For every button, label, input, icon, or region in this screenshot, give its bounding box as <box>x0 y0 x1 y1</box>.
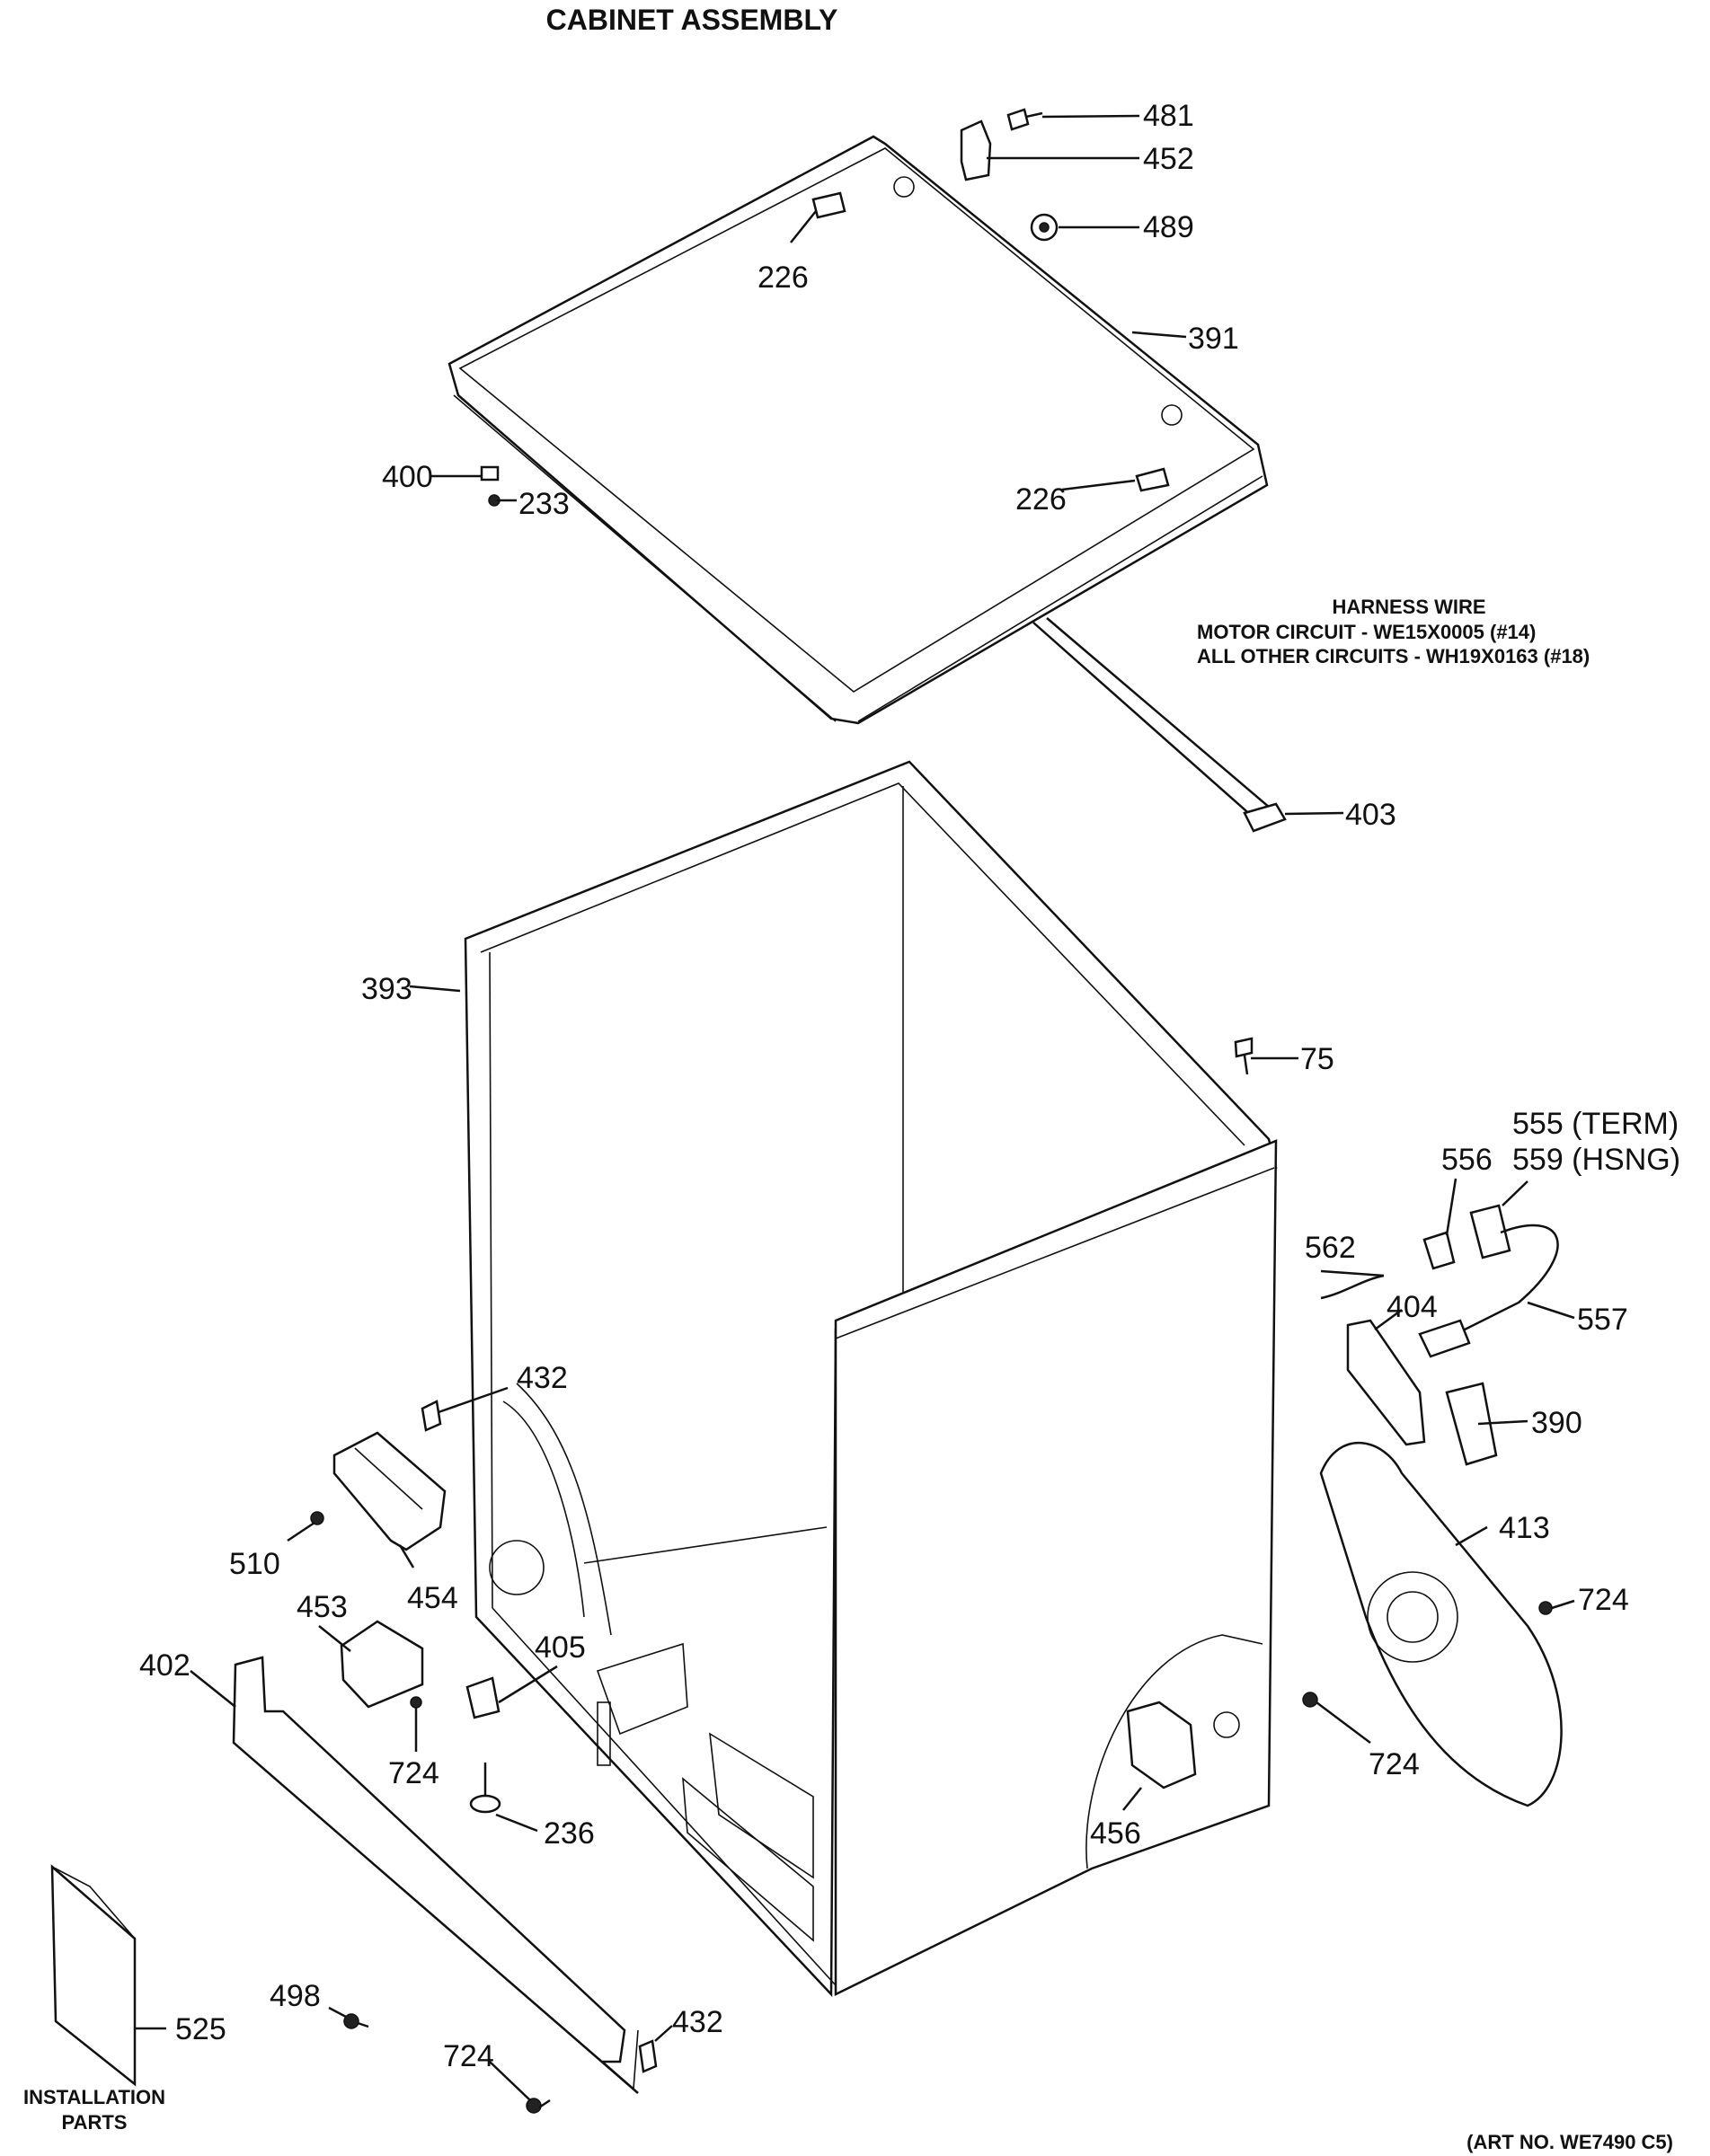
harness-wire-403 <box>1032 617 1287 833</box>
bracket-453 <box>340 1620 424 1709</box>
nut-400 <box>480 465 500 482</box>
label-456: 456 <box>1090 1816 1141 1851</box>
part-labels: 481 452 489 226 391 400 233 226 403 393 … <box>139 99 1680 2073</box>
label-75: 75 <box>1300 1042 1334 1076</box>
bracket-454 <box>332 1431 447 1551</box>
toe-kick-402 <box>232 1656 639 2094</box>
diagram-title: CABINET ASSEMBLY <box>546 4 838 36</box>
bracket-456 <box>1126 1701 1197 1789</box>
nut-489 <box>1030 213 1059 242</box>
label-390: 390 <box>1531 1406 1582 1440</box>
label-556: 556 <box>1441 1143 1493 1177</box>
label-404: 404 <box>1387 1290 1438 1324</box>
label-489: 489 <box>1143 210 1194 244</box>
top-panel-391 <box>447 135 1269 725</box>
clip-432-lower <box>638 2039 658 2073</box>
label-432-upper: 432 <box>517 1361 568 1395</box>
leg-236 <box>469 1763 501 1814</box>
housing-559 <box>1469 1204 1511 1259</box>
label-498: 498 <box>270 1979 321 2013</box>
label-562: 562 <box>1305 1231 1356 1265</box>
label-525: 525 <box>175 2012 226 2046</box>
installation-parts-caption: INSTALLATION PARTS <box>23 2086 165 2134</box>
installation-parts-envelope-525 <box>50 1864 137 2087</box>
label-452: 452 <box>1143 142 1194 176</box>
label-724-rear-right: 724 <box>1578 1583 1629 1617</box>
label-400: 400 <box>382 460 433 494</box>
screw-510 <box>310 1511 324 1525</box>
harness-note-line3: ALL OTHER CIRCUITS - WH19X0163 (#18) <box>1197 645 1590 667</box>
label-559: 559 (HSNG) <box>1512 1143 1680 1177</box>
power-cord-557 <box>1418 1224 1559 1358</box>
label-453: 453 <box>297 1590 348 1624</box>
label-233: 233 <box>518 487 570 521</box>
clip-452 <box>960 119 992 181</box>
hinge-clip-226-right <box>1135 467 1170 492</box>
bracket-390 <box>1445 1382 1498 1466</box>
screw-481 <box>1006 108 1043 131</box>
rear-panel-413 <box>1319 1441 1563 1807</box>
art-number: (ART NO. WE7490 C5) <box>1466 2131 1673 2153</box>
screw-724-front <box>410 1696 422 1720</box>
leader-lines <box>135 114 1575 2101</box>
installation-parts-line2: PARTS <box>62 2111 128 2134</box>
harness-note-line2: MOTOR CIRCUIT - WE15X0005 (#14) <box>1197 621 1536 643</box>
clip-432-upper <box>421 1400 442 1432</box>
screw-724-rear-right <box>1538 1601 1553 1615</box>
label-391: 391 <box>1188 322 1239 356</box>
harness-wire-note: HARNESS WIRE MOTOR CIRCUIT - WE15X0005 (… <box>1197 596 1590 667</box>
clip-405 <box>465 1676 501 1719</box>
label-393: 393 <box>361 972 412 1006</box>
label-510: 510 <box>229 1547 280 1581</box>
installation-parts-line1: INSTALLATION <box>23 2086 165 2108</box>
cabinet-393 <box>464 760 1278 1998</box>
label-226-right: 226 <box>1015 482 1067 517</box>
label-454: 454 <box>407 1581 458 1615</box>
label-724-bottom: 724 <box>443 2039 494 2073</box>
label-555: 555 (TERM) <box>1512 1107 1679 1141</box>
label-557: 557 <box>1577 1303 1628 1337</box>
wire-562 <box>1320 1274 1385 1300</box>
terminal-556 <box>1422 1231 1456 1270</box>
terminal-block-cover-404 <box>1346 1319 1426 1446</box>
label-402: 402 <box>139 1648 190 1683</box>
label-405: 405 <box>535 1630 586 1665</box>
label-481: 481 <box>1143 99 1194 133</box>
screw-724-rear-left <box>1302 1692 1318 1708</box>
label-724-rear-left: 724 <box>1369 1747 1420 1781</box>
label-432-lower: 432 <box>672 2005 723 2039</box>
label-403: 403 <box>1345 798 1396 832</box>
label-724-front: 724 <box>388 1756 439 1790</box>
label-226-top: 226 <box>758 261 809 295</box>
screw-724-bottom <box>526 2098 551 2114</box>
harness-note-line1: HARNESS WIRE <box>1332 596 1485 618</box>
screw-75 <box>1234 1037 1254 1075</box>
screw-498 <box>343 2013 369 2029</box>
label-413: 413 <box>1499 1511 1550 1545</box>
label-236: 236 <box>544 1816 595 1851</box>
